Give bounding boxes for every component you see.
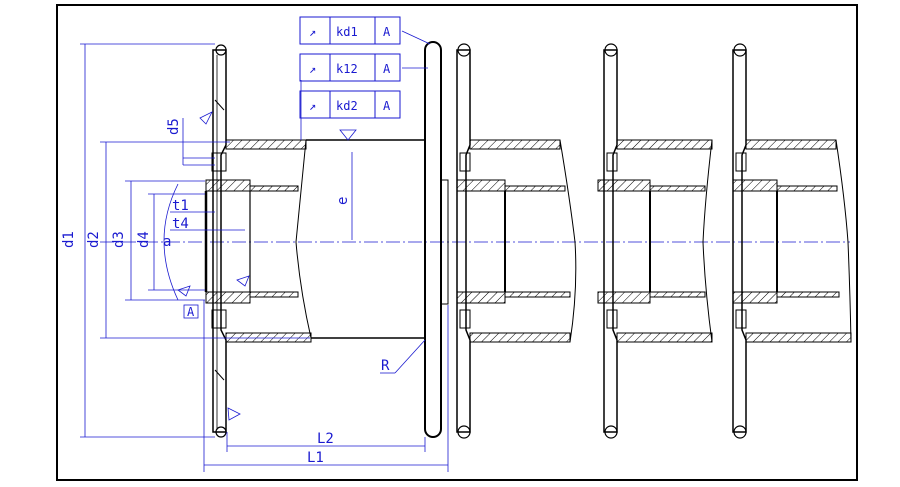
tolerance-datum: A xyxy=(383,25,391,39)
tolerance-datum: A xyxy=(383,99,391,113)
spool-2 xyxy=(456,43,577,439)
tolerance-frame-1: ↗ kd1 A xyxy=(299,16,401,45)
dim-d3: d3 xyxy=(111,231,127,248)
dimension-labels: d1 d2 d3 d4 d5 t1 t4 a e R L1 L2 xyxy=(61,118,390,466)
dim-t4: t4 xyxy=(172,216,189,232)
tolerance-datum: A xyxy=(383,62,391,76)
runout-icon: ↗ xyxy=(309,99,316,113)
drawing-border xyxy=(56,4,858,481)
left-spool xyxy=(204,41,449,438)
runout-icon: ↗ xyxy=(309,62,316,76)
spool-3 xyxy=(597,43,713,439)
surface-marks xyxy=(177,111,357,421)
dim-L1: L1 xyxy=(307,450,324,466)
dim-a: a xyxy=(163,234,171,250)
dim-e: e xyxy=(335,197,351,205)
runout-icon: ↗ xyxy=(309,25,316,39)
spool-4 xyxy=(732,43,852,439)
dim-d4: d4 xyxy=(136,231,152,248)
tolerance-value: kd2 xyxy=(336,99,358,113)
dimension-lines xyxy=(80,22,449,472)
dim-d1: d1 xyxy=(61,231,77,248)
dim-L2: L2 xyxy=(317,431,334,447)
tolerance-frame-2: ↗ k12 A xyxy=(299,53,401,82)
dim-d5: d5 xyxy=(166,118,182,135)
tolerance-value: kd1 xyxy=(336,25,358,39)
tolerance-frame-3: ↗ kd2 A xyxy=(299,90,401,119)
dim-d2: d2 xyxy=(86,231,102,248)
tolerance-value: k12 xyxy=(336,62,358,76)
dim-t1: t1 xyxy=(172,198,189,214)
dim-R: R xyxy=(381,358,390,374)
datum-box xyxy=(183,304,199,319)
datum-box-label: A xyxy=(187,305,195,319)
